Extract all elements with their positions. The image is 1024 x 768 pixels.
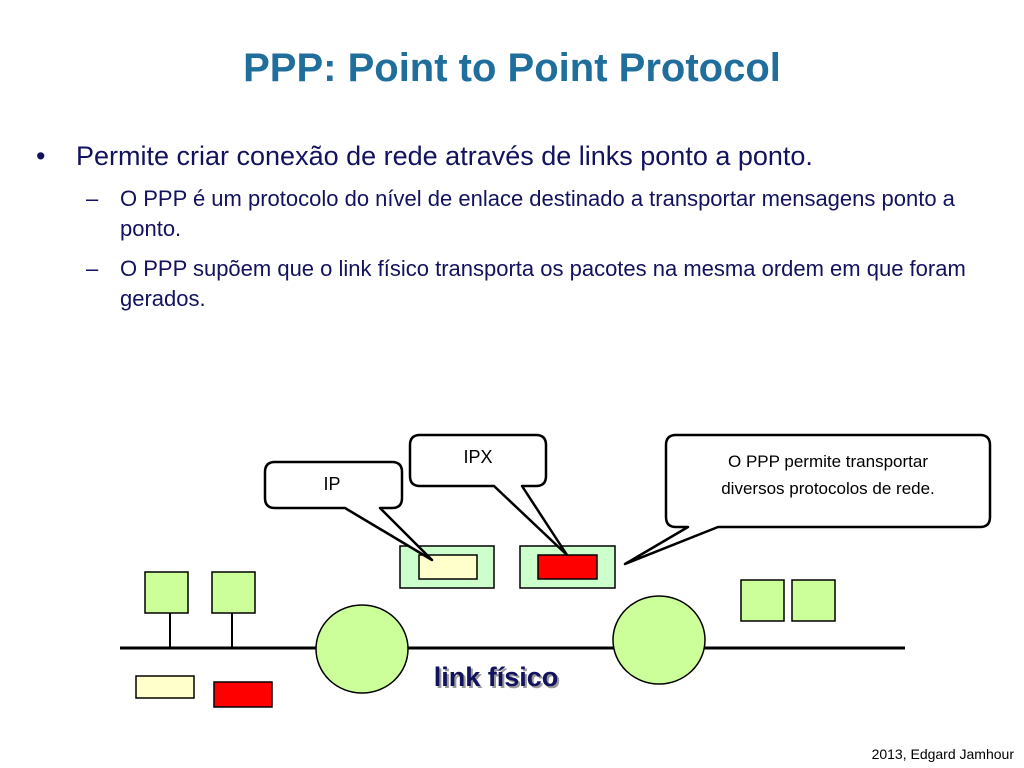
host-node bbox=[144, 571, 189, 614]
bullet-marker: • bbox=[36, 141, 46, 171]
link-label-shadow: link físico bbox=[436, 664, 561, 694]
callout-note-line1: O PPP permite transportar bbox=[728, 452, 928, 471]
bullet-text: Permite criar conexão de rede através de… bbox=[76, 141, 813, 171]
callout-ip-label: IP bbox=[323, 474, 340, 494]
router-node bbox=[612, 595, 706, 685]
footer-credit: 2013, Edgard Jamhour bbox=[871, 746, 1014, 762]
callout-note: O PPP permite transportar diversos proto… bbox=[623, 433, 992, 566]
sub-bullet-marker: – bbox=[86, 256, 99, 281]
host-node bbox=[740, 579, 785, 622]
callout-shape bbox=[623, 433, 992, 566]
sub-bullet-text: O PPP supõem que o link físico transport… bbox=[120, 256, 966, 311]
router-node bbox=[315, 604, 409, 694]
callout-shape bbox=[408, 433, 569, 557]
bullet-item: • Permite criar conexão de rede através … bbox=[30, 138, 980, 174]
host-node bbox=[791, 579, 836, 622]
bullet-list: • Permite criar conexão de rede através … bbox=[30, 138, 980, 314]
ipx-packet bbox=[537, 554, 598, 580]
callout-shape bbox=[263, 460, 434, 562]
sub-bullet-item: – O PPP supõem que o link físico transpo… bbox=[30, 254, 980, 314]
host-node bbox=[211, 571, 256, 614]
sub-bullet-marker: – bbox=[86, 186, 99, 211]
callout-note-line2: diversos protocolos de rede. bbox=[721, 479, 935, 498]
sub-bullet-item: – O PPP é um protocolo do nível de enlac… bbox=[30, 184, 980, 244]
slide-title: PPP: Point to Point Protocol bbox=[243, 46, 781, 90]
link-label: link físico bbox=[434, 662, 559, 692]
callout-ip: IP bbox=[263, 460, 434, 562]
callout-ipx: IPX bbox=[408, 433, 569, 557]
ipx-packet bbox=[213, 681, 273, 708]
callout-ipx-label: IPX bbox=[463, 447, 492, 467]
sub-bullet-text: O PPP é um protocolo do nível de enlace … bbox=[120, 186, 955, 241]
ip-packet bbox=[135, 675, 195, 699]
